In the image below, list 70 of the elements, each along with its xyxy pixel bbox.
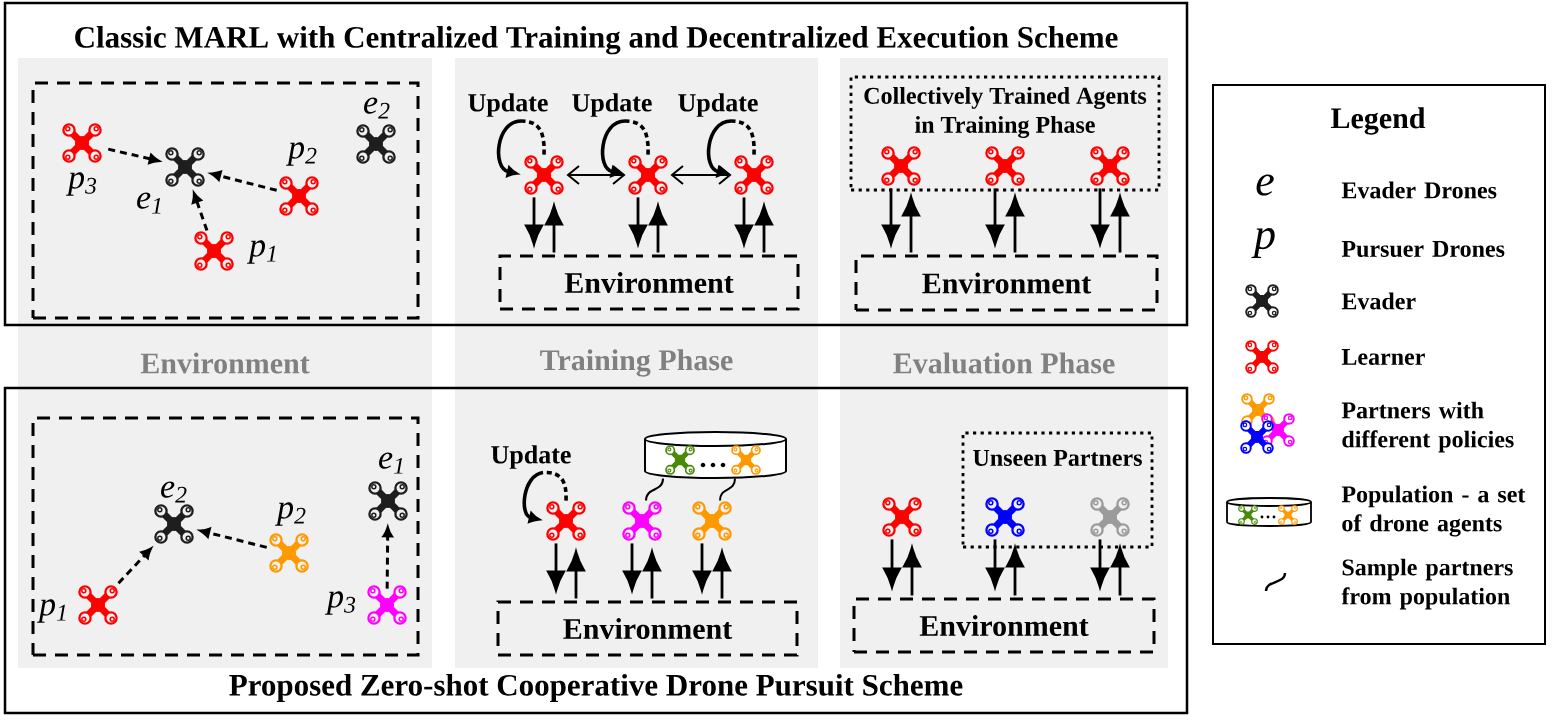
symbol-label: e$_{1}$ xyxy=(137,192,161,214)
legend-heading: Legend xyxy=(1331,107,1426,135)
dashed-box: Environment xyxy=(496,600,799,657)
loop-arrow xyxy=(600,119,650,178)
double-arrow xyxy=(670,165,732,185)
symbol-label: e$_{2}$ xyxy=(364,97,390,119)
dashed-box: Environment xyxy=(852,597,1156,654)
drone-icon xyxy=(628,155,668,195)
legend-text: Partners with different policies xyxy=(1341,401,1514,453)
drone-icon xyxy=(279,176,319,216)
drone-icon xyxy=(165,147,205,187)
drone-icon xyxy=(731,445,761,475)
symbol-label: p$_{1}$ xyxy=(247,240,276,264)
wavy-line xyxy=(645,477,664,502)
dashed-arrow xyxy=(107,147,160,164)
loop-arrow xyxy=(706,119,756,178)
drone-icon xyxy=(882,497,922,537)
symbol-label: p$_{3}$ xyxy=(66,172,97,196)
symbol-label: p$_{3}$ xyxy=(325,591,356,615)
drone-icon xyxy=(665,445,695,475)
symbol-label: e$_{2}$ xyxy=(161,481,187,503)
drone-icon xyxy=(269,533,309,573)
double-arrow xyxy=(566,165,626,185)
drone-icon xyxy=(78,585,118,625)
edge-label: Update xyxy=(678,93,758,117)
drone-icon xyxy=(1090,497,1130,537)
drone-icon xyxy=(194,231,234,271)
dashed-arrow xyxy=(382,526,393,589)
loop-arrow xyxy=(522,470,568,523)
dashed-arrow xyxy=(199,527,268,549)
dashed-arrow xyxy=(210,170,278,192)
drone-icon xyxy=(985,146,1025,186)
dotted-box: Unseen Partners xyxy=(961,431,1154,549)
edge-label: Update xyxy=(491,445,571,469)
dashed-box: Environment xyxy=(854,254,1159,312)
drone-icon xyxy=(367,585,407,625)
dashed-arrow xyxy=(191,192,209,232)
drone-icon xyxy=(368,481,408,521)
drone-icon xyxy=(62,123,102,163)
edge-label: Update xyxy=(468,93,548,117)
symbol-label: p$_{2}$ xyxy=(286,142,317,166)
legend-symbol: p xyxy=(1251,227,1275,259)
drone-icon xyxy=(546,501,586,541)
drone-icon xyxy=(734,155,774,195)
dashed-box: Environment xyxy=(498,254,800,311)
drone-icon xyxy=(154,504,194,544)
symbol-label: e$_{1}$ xyxy=(379,452,403,474)
dashed-arrow xyxy=(117,547,152,585)
edge-label: Update xyxy=(572,93,652,117)
legend-text: Pursuer Drones xyxy=(1341,241,1505,257)
legend-text: Sample partners from population xyxy=(1341,558,1513,610)
symbol-label: p$_{1}$ xyxy=(37,599,66,623)
legend-text: Evader Drones xyxy=(1341,181,1497,199)
wavy-line xyxy=(719,477,736,502)
drone-icon xyxy=(524,155,564,195)
legend-text: Learner xyxy=(1341,349,1425,365)
legend-text: Evader xyxy=(1341,292,1416,310)
dashed-box xyxy=(31,81,420,320)
legend-text: Population - a set of drone agents xyxy=(1341,485,1526,537)
drone-icon xyxy=(1090,146,1130,186)
loop-arrow xyxy=(496,119,546,178)
dotted-box: Collectively Trained Agents in Training Phase xyxy=(849,75,1161,192)
drone-icon xyxy=(692,501,732,541)
legend-symbol: e xyxy=(1256,174,1274,196)
dashed-box xyxy=(31,416,420,657)
symbol-label: p$_{2}$ xyxy=(275,502,306,526)
drone-icon xyxy=(356,124,396,164)
drone-icon xyxy=(881,146,921,186)
drone-icon xyxy=(622,501,662,541)
drone-icon xyxy=(985,497,1025,537)
